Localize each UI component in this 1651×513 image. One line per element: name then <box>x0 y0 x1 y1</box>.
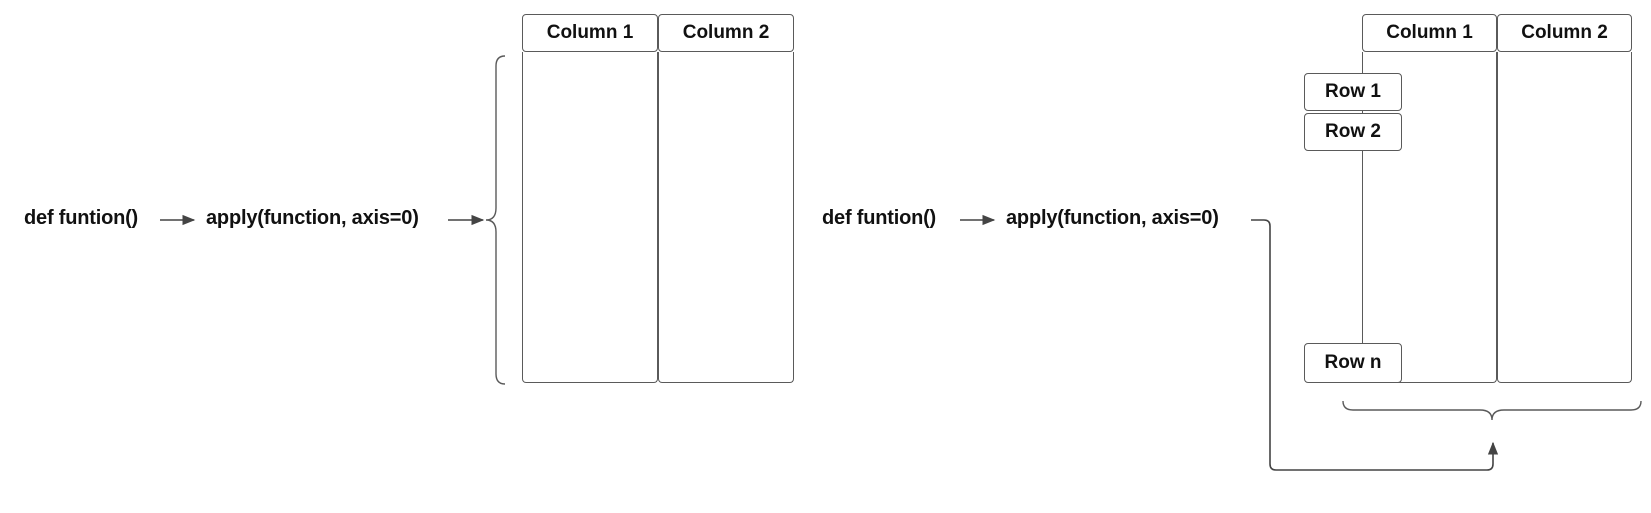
function-label-left: def funtion() <box>24 207 139 229</box>
column-header-1-left: Column 1 <box>522 14 658 52</box>
apply-label-left: apply(function, axis=0) <box>206 207 419 229</box>
elbow-connector-right <box>1251 219 1499 471</box>
column-body-1-right <box>1362 52 1497 383</box>
column-header-1-right: Column 1 <box>1362 14 1497 52</box>
function-label-right: def funtion() <box>822 207 937 229</box>
column-header-2-right: Column 2 <box>1497 14 1632 52</box>
left-curly-brace <box>485 55 506 385</box>
column-body-2-right <box>1497 52 1632 383</box>
row-box-1: Row 1 <box>1304 73 1402 111</box>
bottom-curly-brace <box>1342 400 1642 421</box>
column-body-2-left <box>658 52 794 383</box>
column-body-1-left <box>522 52 658 383</box>
column-header-2-left: Column 2 <box>658 14 794 52</box>
apply-label-right: apply(function, axis=0) <box>1006 207 1219 229</box>
row-box-2: Row 2 <box>1304 113 1402 151</box>
row-box-n: Row n <box>1304 343 1402 383</box>
